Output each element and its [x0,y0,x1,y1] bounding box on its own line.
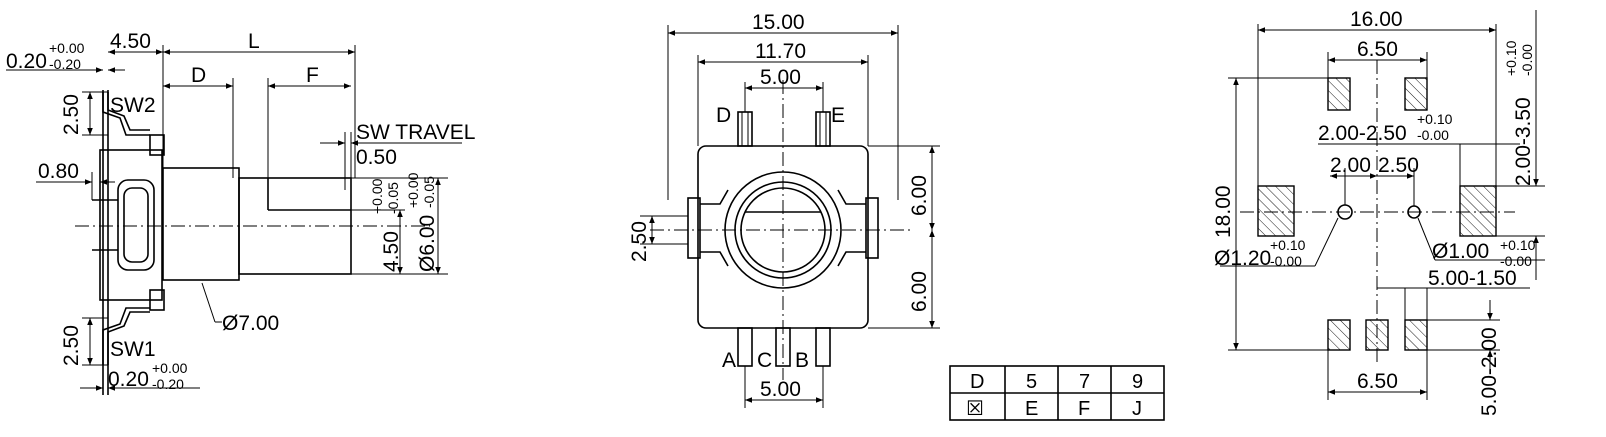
sw-travel-label: SW TRAVEL [356,121,475,144]
dim-front-top-half: 6.00 [908,175,931,216]
dim-bushing: Ø7.00 [222,312,279,335]
dim-front-pin-top: 5.00 [760,66,801,89]
dim-front-width: 15.00 [752,11,805,34]
dim-sw1-gap: 2.50 [60,325,83,366]
pcb-layout: 16.00 6.50 2.00-3.50 +0.10 -0.00 2.00-2.… [1212,8,1545,416]
pin-d-label: D [716,104,731,127]
table-cell-f: F [1078,398,1090,420]
dim-pcb-hole-large-tol-plus: +0.10 [1270,237,1306,253]
dim-bottom-offset-tol-plus: +0.00 [152,360,188,376]
dim-pcb-height: 18.00 [1212,185,1235,238]
table-cell-j: J [1132,398,1142,420]
dim-pcb-hole-small: Ø1.00 [1432,240,1489,263]
dim-pcb-right-top: 2.00-3.50 [1512,97,1535,186]
dim-bottom-offset-tol-minus: -0.20 [152,376,184,392]
dim-front-side: 2.50 [628,221,651,262]
dim-shaft: Ø6.00 [416,215,439,272]
dim-pcb-bottom-pads: 6.50 [1357,370,1398,393]
dim-bottom-offset: 0.20 [108,368,149,391]
dim-pcb-bottom-slot: 5.00-1.50 [1428,267,1517,290]
dim-pcb-hole-large-tol-minus: -0.00 [1270,253,1302,269]
dim-pcb-top-pads: 6.50 [1357,38,1398,61]
pin-c-label: C [757,349,772,372]
dim-top-offset-tol-minus: -0.20 [49,56,81,72]
table-cell-e: E [1025,398,1038,420]
label-sw1: SW1 [110,338,156,361]
option-table: D 5 7 9 ☒ E F J [949,365,1165,421]
dim-flat-tol-minus: -0.05 [385,182,401,214]
dim-pcb-right-top-tol-plus: +0.10 [1503,40,1519,76]
dim-flange: 4.50 [110,30,151,53]
front-view: 15.00 11.70 5.00 D E 6.00 6.00 2.50 A C … [628,11,940,408]
dim-pcb-slot: 2.00-2.50 [1318,122,1407,145]
dim-d: D [191,64,206,87]
dim-pcb-width: 16.00 [1350,8,1403,31]
dim-pcb-right-top-tol-minus: -0.00 [1519,44,1535,76]
table-checkbox-icon: ☒ [966,398,984,420]
pin-a-label: A [722,349,736,372]
dim-pcb-slot-tol-minus: -0.00 [1417,127,1449,143]
dim-sw2-gap: 2.50 [60,94,83,135]
table-cell-d: D [970,371,984,393]
dim-f: F [306,64,319,87]
table-cell-5: 5 [1026,371,1037,393]
pin-b-label: B [795,349,809,372]
table-cell-7: 7 [1079,371,1090,393]
sw-travel-value: 0.50 [356,146,397,169]
dim-front-bottom-half: 6.00 [908,271,931,312]
dim-pcb-hole-large: Ø1.20 [1214,247,1271,270]
dim-lead: 0.80 [38,160,79,183]
label-sw2: SW2 [110,94,156,117]
pin-e-label: E [831,104,845,127]
table-cell-9: 9 [1132,371,1143,393]
dim-length: L [248,30,260,53]
dim-front-body: 11.70 [755,40,806,63]
dim-pcb-hole-a: 2.00 [1330,154,1371,177]
dim-pcb-slot-tol-plus: +0.10 [1417,111,1453,127]
dim-pcb-right-bottom: 5.00-2.00 [1478,327,1501,416]
dim-flat-tol-plus: +0.00 [369,178,385,214]
dim-pcb-hole-small-tol-plus: +0.10 [1500,237,1536,253]
dim-pcb-hole-small-tol-minus: -0.00 [1500,253,1532,269]
dim-pcb-hole-b: 2.50 [1378,154,1419,177]
dim-top-offset-tol-plus: +0.00 [49,40,85,56]
dim-shaft-tol-plus: +0.00 [405,172,421,208]
dim-front-pin-bottom: 5.00 [760,378,801,401]
side-view: L 4.50 D F 0.20 +0.00 -0.20 2.50 SW2 0.8… [6,30,475,395]
dim-top-offset: 0.20 [6,50,47,73]
dim-flat: 4.50 [380,231,403,272]
dim-shaft-tol-minus: -0.05 [421,176,437,208]
